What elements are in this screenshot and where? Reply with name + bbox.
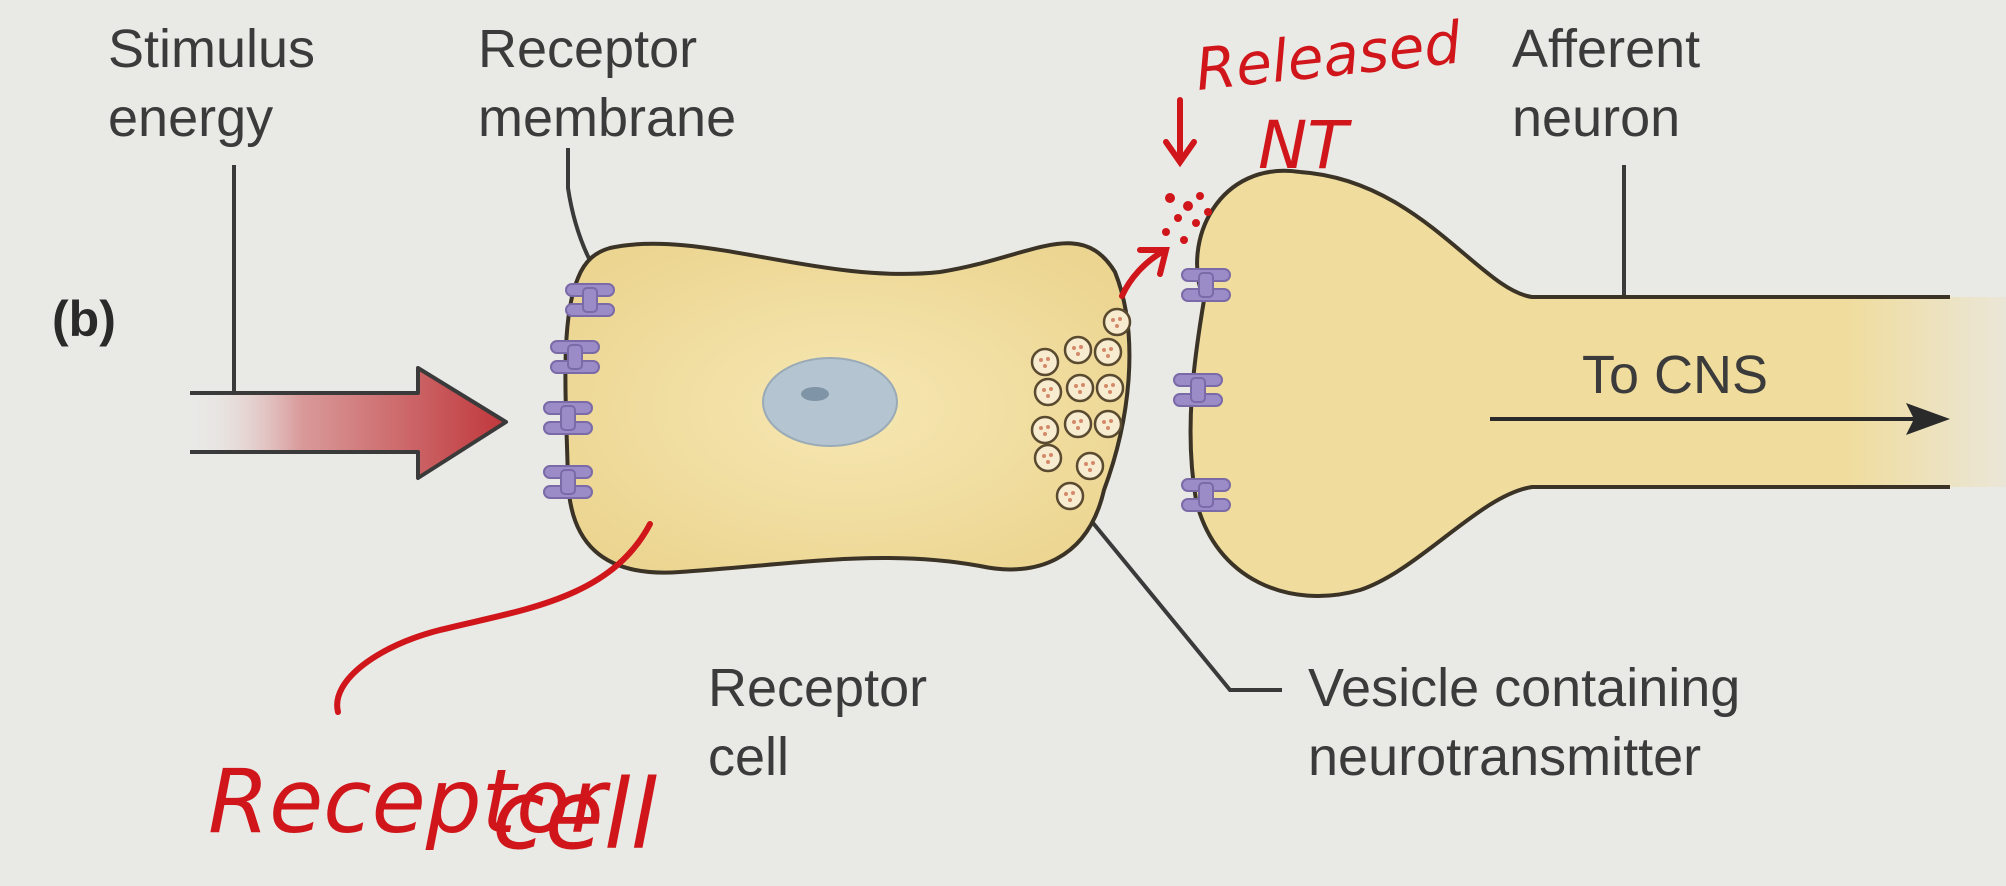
neurotransmitter-molecule [1042,454,1046,458]
vesicle [1033,443,1063,473]
neurotransmitter-molecule [1076,352,1080,356]
afferent-neuron-label: Afferent neuron [1512,19,1715,148]
neurotransmitter-molecule [1042,388,1046,392]
neurotransmitter-molecule [1072,420,1076,424]
neurotransmitter-molecule [1081,383,1085,387]
neurotransmitter-molecule [1064,492,1068,496]
receptor-cell-line2: cell [708,727,789,787]
membrane-protein [565,283,615,317]
neurotransmitter-molecule [1106,426,1110,430]
vesicle [1102,307,1132,337]
neurotransmitter-molecule [1084,462,1088,466]
released-note: Released [1192,8,1465,104]
afferent-neuron-line1: Afferent [1512,19,1700,79]
neurotransmitter-molecule [1039,358,1043,362]
vesicle [1030,415,1060,445]
cell-note: cell [492,759,658,871]
membrane-leader-line [566,148,598,273]
handwritten-annotations: Released NT Receptor cell [208,8,1465,871]
neurotransmitter-molecule [1046,394,1050,398]
neurotransmitter-molecule [1102,348,1106,352]
vesicle [1095,373,1125,403]
neurotransmitter-molecule [1109,347,1113,351]
neurotransmitter-molecule [1115,324,1119,328]
neurotransmitter-molecule [1102,420,1106,424]
panel-label: (b) [52,291,116,347]
neurotransmitter-molecule [1109,419,1113,423]
neurotransmitter-molecule [1104,384,1108,388]
vesicle-label: Vesicle containing neurotransmitter [1308,658,1755,787]
vesicle-leader-line [1082,510,1282,692]
neurotransmitter-molecule [1046,425,1050,429]
afferent-receptor-proteins [1173,268,1231,512]
afferent-neuron-body [1190,170,2006,596]
neurotransmitter-molecule [1046,460,1050,464]
membrane-protein [550,340,600,374]
neurotransmitter-molecule [1043,364,1047,368]
down-arrow-annotation [1163,97,1197,168]
to-cns-label: To CNS [1582,345,1768,405]
nt-note: NT [1258,107,1352,184]
stimulus-energy-line2: energy [108,88,273,148]
vesicle [1030,347,1060,377]
neurotransmitter-molecule [1079,345,1083,349]
stimulus-energy-line1: Stimulus [108,19,315,79]
receptor-cell-label: Receptor cell [708,658,942,787]
membrane-protein [543,465,593,499]
afferent-neuron-line2: neuron [1512,88,1680,148]
neurotransmitter-molecule [1049,453,1053,457]
neurotransmitter-molecule [1078,390,1082,394]
vesicle [1065,373,1095,403]
receptor-membrane-proteins [543,283,615,499]
membrane-protein [1181,478,1231,512]
neurotransmitter-molecule [1111,383,1115,387]
afferent-neuron-outline-top [1299,170,1950,299]
neurotransmitter-molecule [1072,346,1076,350]
vesicle [1093,337,1123,367]
neurotransmitter-molecule [1108,390,1112,394]
neurotransmitter-molecule [1043,432,1047,436]
vesicle [1063,409,1093,439]
neurotransmitter-molecule [1039,426,1043,430]
vesicle [1063,335,1093,365]
neurotransmitter-molecule [1091,461,1095,465]
release-arrow-annotation [1119,247,1170,299]
vesicle [1093,409,1123,439]
neurotransmitter-vesicles [1030,307,1132,511]
neurotransmitter-molecule [1118,317,1122,321]
neurotransmitter-molecule [1071,491,1075,495]
neurotransmitter-molecule [1074,384,1078,388]
to-cns-arrow [1490,403,1950,435]
vesicle [1055,481,1085,511]
neurotransmitter-molecule [1046,357,1050,361]
membrane-protein [543,401,593,435]
membrane-protein [1181,268,1231,302]
neurotransmitter-molecule [1076,426,1080,430]
receptor-membrane-label: Receptor membrane [478,19,736,148]
receptor-cell-nucleus [762,357,898,447]
vesicle-line1: Vesicle containing [1308,658,1740,718]
neurotransmitter-molecule [1079,419,1083,423]
stimulus-arrow [190,366,508,480]
stimulus-energy-label: Stimulus energy [108,19,330,148]
released-neurotransmitter-dots [1162,192,1212,244]
vesicle [1075,451,1105,481]
receptor-note: Receptor [208,750,611,853]
neurotransmitter-molecule [1106,354,1110,358]
neurotransmitter-molecule [1111,318,1115,322]
receptor-cell-line1: Receptor [708,658,927,718]
receptor-cell-pointer-annotation [334,521,653,715]
membrane-protein [1173,373,1223,407]
neurotransmitter-molecule [1088,468,1092,472]
neurotransmitter-molecule [1068,498,1072,502]
neurotransmitter-molecule [1049,387,1053,391]
receptor-membrane-line1: Receptor [478,19,697,79]
vesicle [1033,377,1063,407]
vesicle-line2: neurotransmitter [1308,727,1701,787]
receptor-membrane-line2: membrane [478,88,736,148]
